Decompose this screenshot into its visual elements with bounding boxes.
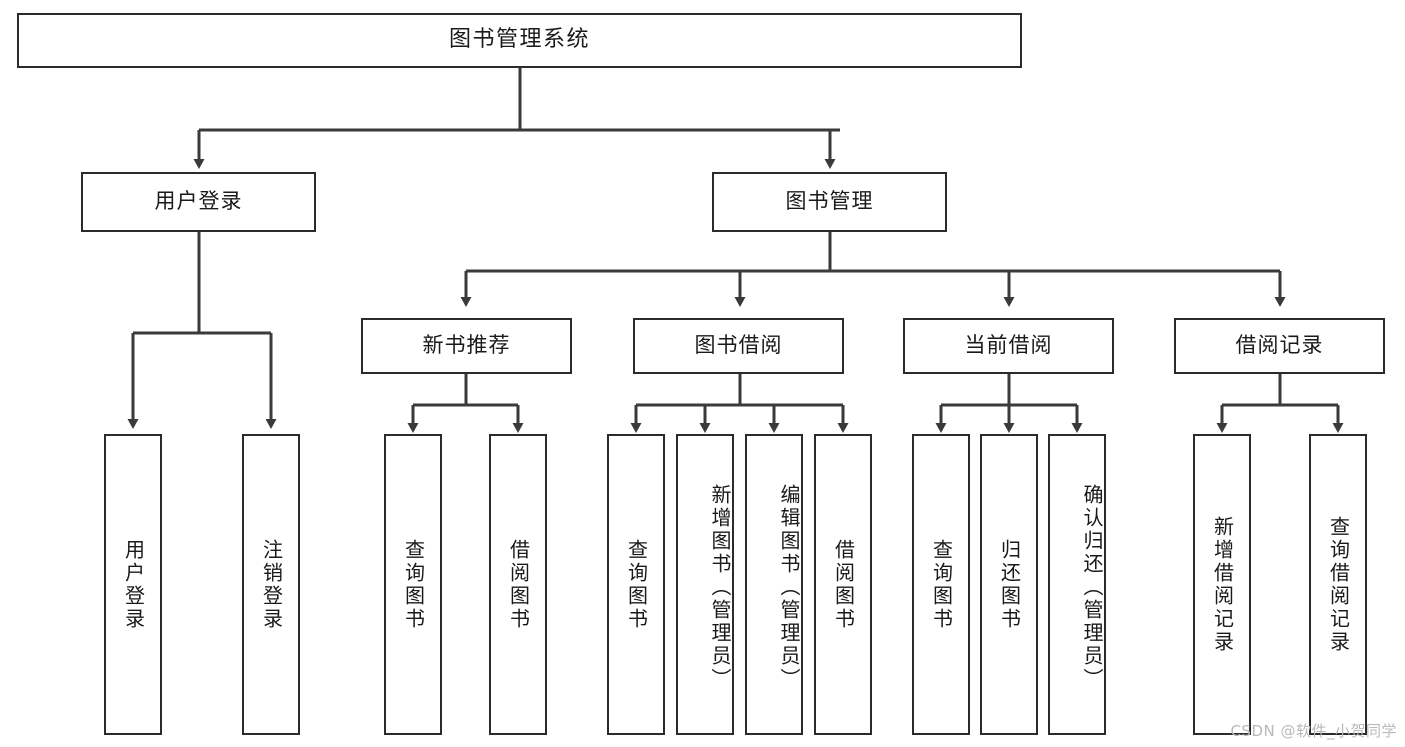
- leaf-new-book-2[interactable]: 借阅图书: [489, 434, 547, 735]
- leaf-book-borrow-3[interactable]: 编辑图书（管理员）: [745, 434, 803, 735]
- leaf-current-borrow-3[interactable]: 确认归还（管理员）: [1048, 434, 1106, 735]
- leaf-new-book-1[interactable]: 查询图书: [384, 434, 442, 735]
- node-book-borrow-label: 图书借阅: [694, 333, 783, 358]
- leaf-book-borrow-1[interactable]: 查询图书: [607, 434, 665, 735]
- leaf-book-borrow-1-label: 查询图书: [624, 538, 649, 631]
- leaf-borrow-record-1[interactable]: 新增借阅记录: [1193, 434, 1251, 735]
- leaf-current-borrow-1-label: 查询图书: [929, 538, 954, 631]
- leaf-current-borrow-3-label: 确认归还（管理员）: [1080, 484, 1104, 691]
- leaf-borrow-record-1-label: 新增借阅记录: [1210, 515, 1235, 654]
- node-root-system[interactable]: 图书管理系统: [17, 13, 1022, 68]
- leaf-borrow-record-2[interactable]: 查询借阅记录: [1309, 434, 1367, 735]
- node-user-login[interactable]: 用户登录: [81, 172, 316, 232]
- node-root-label: 图书管理系统: [448, 27, 590, 53]
- watermark-credit: CSDN @软件_小贺同学: [1230, 722, 1397, 740]
- node-book-manage-label: 图书管理: [785, 189, 874, 214]
- leaf-book-borrow-2[interactable]: 新增图书（管理员）: [676, 434, 734, 735]
- leaf-current-borrow-2-label: 归还图书: [997, 538, 1022, 631]
- leaf-user-login-2-label: 注销登录: [259, 538, 284, 631]
- node-user-login-label: 用户登录: [154, 189, 243, 214]
- node-new-book-recommend-label: 新书推荐: [422, 333, 511, 358]
- node-borrow-record[interactable]: 借阅记录: [1174, 318, 1385, 374]
- leaf-new-book-1-label: 查询图书: [401, 538, 426, 631]
- leaf-current-borrow-1[interactable]: 查询图书: [912, 434, 970, 735]
- leaf-user-login-1-label: 用户登录: [121, 538, 146, 631]
- node-current-borrow-label: 当前借阅: [964, 333, 1053, 358]
- node-new-book-recommend[interactable]: 新书推荐: [361, 318, 572, 374]
- leaf-book-borrow-4-label: 借阅图书: [831, 538, 856, 631]
- leaf-user-login-2[interactable]: 注销登录: [242, 434, 300, 735]
- node-borrow-record-label: 借阅记录: [1235, 333, 1324, 358]
- node-book-borrow[interactable]: 图书借阅: [633, 318, 844, 374]
- leaf-book-borrow-3-label: 编辑图书（管理员）: [777, 484, 801, 691]
- leaf-new-book-2-label: 借阅图书: [506, 538, 531, 631]
- node-current-borrow[interactable]: 当前借阅: [903, 318, 1114, 374]
- leaf-book-borrow-4[interactable]: 借阅图书: [814, 434, 872, 735]
- leaf-current-borrow-2[interactable]: 归还图书: [980, 434, 1038, 735]
- leaf-user-login-1[interactable]: 用户登录: [104, 434, 162, 735]
- node-book-manage[interactable]: 图书管理: [712, 172, 947, 232]
- leaf-book-borrow-2-label: 新增图书（管理员）: [708, 484, 732, 691]
- leaf-borrow-record-2-label: 查询借阅记录: [1326, 515, 1351, 654]
